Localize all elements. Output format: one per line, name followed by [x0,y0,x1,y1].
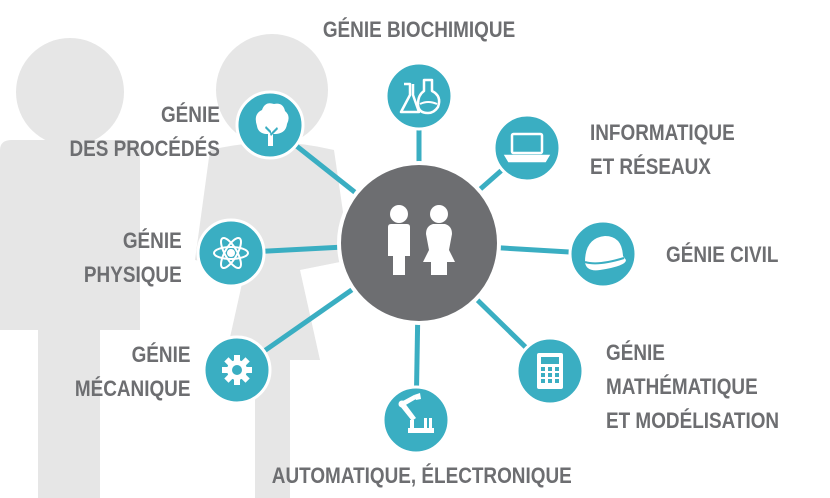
label-physique: GÉNIE PHYSIQUE [84,224,182,292]
gear-icon [222,355,252,385]
label-line: GÉNIE [161,102,220,127]
label-line: AUTOMATIQUE, ÉLECTRONIQUE [271,463,572,488]
label-automatique: AUTOMATIQUE, ÉLECTRONIQUE [271,459,572,493]
label-biochimique: GÉNIE BIOCHIMIQUE [312,13,527,47]
label-line: GÉNIE CIVIL [666,242,779,267]
label-mathematique: GÉNIE MATHÉMATIQUE ET MODÉLISATION [606,336,779,438]
calculator-icon [537,353,563,389]
label-line: DES PROCÉDÉS [69,136,220,161]
man-and-woman-icon [388,205,455,275]
hard-hat-icon [584,236,626,271]
label-line: ET RÉSEAUX [590,154,711,179]
label-informatique: INFORMATIQUE ET RÉSEAUX [590,116,735,184]
label-line: ET MODÉLISATION [606,408,780,433]
node-informatique [492,113,562,183]
label-line: MÉCANIQUE [74,376,190,401]
label-mecanique: GÉNIE MÉCANIQUE [74,338,190,406]
robot-arm-icon [398,393,434,433]
label-line: PHYSIQUE [84,262,182,287]
atom-icon [213,236,249,270]
hub [337,161,501,325]
flasks-icon [399,78,441,115]
label-line: GÉNIE [606,340,665,365]
label-civil: GÉNIE CIVIL [666,238,778,272]
label-line: GÉNIE [123,228,182,253]
tree-icon [255,103,289,146]
label-line: MATHÉMATIQUE [606,374,758,399]
label-line: INFORMATIQUE [590,120,735,145]
label-procedes: GÉNIE DES PROCÉDÉS [70,98,220,166]
label-line: GÉNIE BIOCHIMIQUE [322,17,516,42]
label-line: GÉNIE [131,342,190,367]
laptop-icon [503,132,551,163]
